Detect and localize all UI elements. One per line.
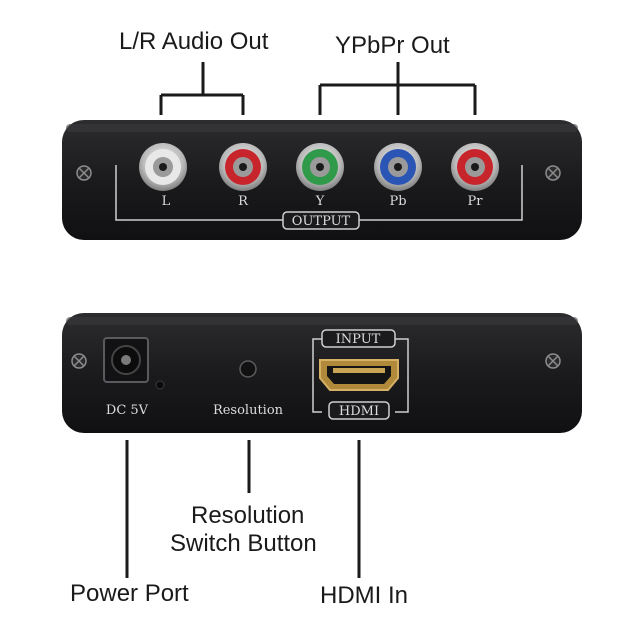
power-port-callout: Power Port	[70, 580, 189, 607]
power-label: DC 5V	[106, 403, 149, 418]
input-label-box	[321, 329, 396, 348]
screw-icon	[76, 165, 92, 181]
audio-out-callout: L/R Audio Out	[119, 28, 269, 55]
port-label-pb: Pb	[389, 194, 406, 209]
port-label-y: Y	[315, 194, 325, 209]
input-label: INPUT	[336, 332, 381, 347]
resolution-button	[239, 360, 257, 378]
dc-power-jack-icon	[103, 337, 149, 383]
rca-port-l	[139, 143, 187, 191]
hdmi-port-icon	[319, 359, 399, 391]
rca-port-pb	[374, 143, 422, 191]
output-label-box	[282, 211, 360, 230]
ypbpr-out-callout: YPbPr Out	[335, 32, 450, 59]
audio-out-bracket	[159, 62, 245, 115]
hdmi-in-callout: HDMI In	[320, 582, 409, 609]
resolution-switch-callout-line2: Switch Button	[170, 530, 317, 557]
hdmi-label-box	[328, 401, 390, 420]
port-label-r: R	[238, 194, 249, 209]
led-indicator	[155, 380, 165, 390]
screw-icon	[545, 353, 561, 369]
rca-port-y	[296, 143, 344, 191]
output-label: OUTPUT	[292, 214, 351, 229]
resolution-switch-callout-line1: Resolution	[191, 502, 305, 529]
ypbpr-out-bracket	[318, 62, 477, 115]
rca-port-pr	[451, 143, 499, 191]
front-panel: OUTPUT	[62, 120, 582, 240]
port-label-pr: Pr	[468, 194, 484, 209]
port-label-l: L	[162, 194, 171, 209]
resolution-label: Resolution	[213, 403, 284, 418]
screw-icon	[545, 165, 561, 181]
back-panel: DC 5V Resolution INPUT HDMI	[62, 313, 582, 433]
hdmi-label: HDMI	[339, 404, 379, 419]
rca-port-r	[219, 143, 267, 191]
screw-icon	[71, 353, 87, 369]
